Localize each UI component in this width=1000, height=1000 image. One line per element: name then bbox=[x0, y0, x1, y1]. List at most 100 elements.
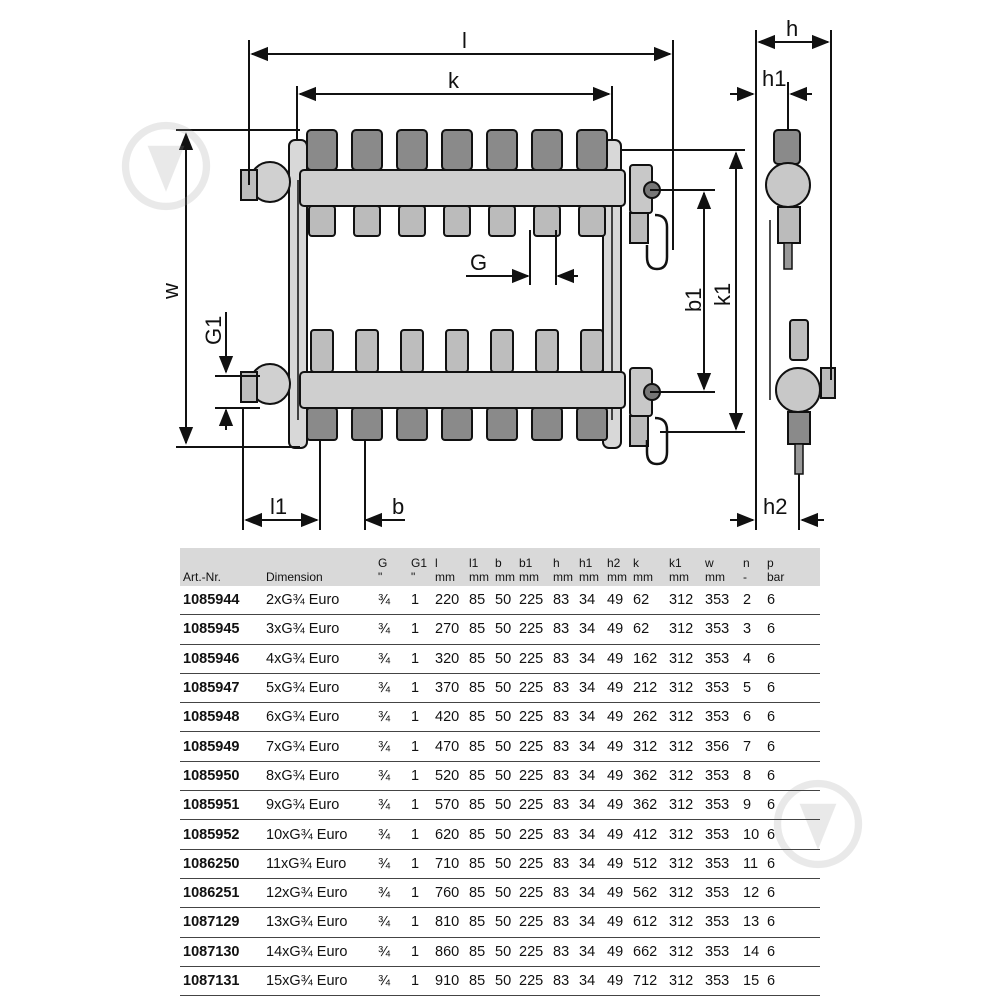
table-cell: 312 bbox=[666, 937, 702, 967]
column-header-top: h1 bbox=[579, 556, 593, 570]
table-cell: 50 bbox=[492, 937, 516, 967]
article-number-cell: 1085944 bbox=[180, 586, 263, 616]
table-cell: 760 bbox=[432, 878, 466, 909]
table-cell: 356 bbox=[702, 731, 740, 762]
table-cell: 353 bbox=[702, 966, 740, 997]
table-cell: 13 bbox=[740, 907, 764, 938]
table-cell: 6 bbox=[740, 702, 764, 733]
column-header-top: h bbox=[553, 556, 560, 570]
table-cell: 1 bbox=[408, 966, 432, 997]
column-header-bottom: mm bbox=[435, 570, 455, 584]
table-cell: 49 bbox=[604, 673, 630, 704]
table-cell: 34 bbox=[576, 761, 604, 792]
table-cell: 512 bbox=[630, 849, 666, 879]
table-cell: 353 bbox=[702, 819, 740, 850]
table-cell: ¾ bbox=[375, 673, 408, 704]
table-cell: 50 bbox=[492, 586, 516, 616]
article-number-cell: 1085948 bbox=[180, 702, 263, 733]
table-cell: 15 bbox=[740, 966, 764, 997]
table-cell: 7 bbox=[740, 731, 764, 762]
table-cell: 4xG¾ Euro bbox=[263, 644, 375, 674]
table-cell: 312 bbox=[666, 702, 702, 733]
article-number-cell: 1085946 bbox=[180, 644, 263, 674]
table-cell: 83 bbox=[550, 731, 576, 762]
table-cell: 612 bbox=[630, 907, 666, 938]
table-cell: 34 bbox=[576, 731, 604, 762]
column-header-top: b1 bbox=[519, 556, 533, 570]
table-cell: 85 bbox=[466, 819, 492, 850]
technical-drawing: l k w G G1 b1 k1 l1 b h h1 h2 bbox=[158, 16, 836, 530]
table-cell: 225 bbox=[516, 937, 550, 967]
table-cell: 6 bbox=[764, 614, 820, 645]
table-cell: 83 bbox=[550, 819, 576, 850]
table-cell: 49 bbox=[604, 878, 630, 909]
article-number-cell: 1085949 bbox=[180, 731, 263, 762]
table-cell: 83 bbox=[550, 761, 576, 792]
table-cell: 49 bbox=[604, 731, 630, 762]
table-cell: 1 bbox=[408, 761, 432, 792]
table-cell: 353 bbox=[702, 673, 740, 704]
table-cell: 83 bbox=[550, 849, 576, 879]
dim-label-h2: h2 bbox=[763, 494, 787, 519]
table-cell: 34 bbox=[576, 790, 604, 821]
table-cell: 49 bbox=[604, 849, 630, 879]
table-cell: 12xG¾ Euro bbox=[263, 878, 375, 909]
table-cell: 1 bbox=[408, 586, 432, 616]
table-cell: 1 bbox=[408, 731, 432, 762]
table-cell: 225 bbox=[516, 586, 550, 616]
watermark-icon bbox=[121, 121, 211, 211]
column-header-bottom: mm bbox=[633, 570, 653, 584]
table-cell: 83 bbox=[550, 937, 576, 967]
column-header-top: h2 bbox=[607, 556, 621, 570]
article-number-cell: 1085950 bbox=[180, 761, 263, 792]
table-cell: 225 bbox=[516, 907, 550, 938]
table-cell: 49 bbox=[604, 644, 630, 674]
table-cell: ¾ bbox=[375, 907, 408, 938]
table-cell: 34 bbox=[576, 937, 604, 967]
table-cell: 225 bbox=[516, 790, 550, 821]
table-cell: 362 bbox=[630, 761, 666, 792]
table-cell: 85 bbox=[466, 907, 492, 938]
column-header-bottom: - bbox=[743, 570, 747, 584]
table-cell: 225 bbox=[516, 878, 550, 909]
column-header-bottom: mm bbox=[705, 570, 725, 584]
table-cell: 11 bbox=[740, 849, 764, 879]
table-cell: 50 bbox=[492, 614, 516, 645]
table-cell: 910 bbox=[432, 966, 466, 997]
column-header-bottom: Dimension bbox=[266, 570, 323, 584]
table-cell: 6 bbox=[764, 819, 820, 850]
table-cell: 6 bbox=[764, 761, 820, 792]
dim-label-k1: k1 bbox=[710, 283, 735, 306]
table-cell: 85 bbox=[466, 614, 492, 645]
table-cell: 10 bbox=[740, 819, 764, 850]
column-header-bottom: mm bbox=[469, 570, 489, 584]
column-header-bottom: mm bbox=[669, 570, 689, 584]
column-header-bottom: " bbox=[378, 570, 383, 584]
table-cell: 50 bbox=[492, 673, 516, 704]
table-cell: 270 bbox=[432, 614, 466, 645]
column-header-top: k1 bbox=[669, 556, 682, 570]
table-cell: ¾ bbox=[375, 819, 408, 850]
table-cell: 85 bbox=[466, 937, 492, 967]
table-cell: 83 bbox=[550, 702, 576, 733]
table-cell: 6 bbox=[764, 966, 820, 997]
table-cell: 312 bbox=[666, 731, 702, 762]
table-cell: 312 bbox=[666, 966, 702, 997]
table-cell: 225 bbox=[516, 731, 550, 762]
dimension-lines bbox=[176, 30, 832, 530]
table-cell: 85 bbox=[466, 702, 492, 733]
table-cell: 6 bbox=[764, 790, 820, 821]
table-cell: 49 bbox=[604, 907, 630, 938]
table-cell: 50 bbox=[492, 849, 516, 879]
